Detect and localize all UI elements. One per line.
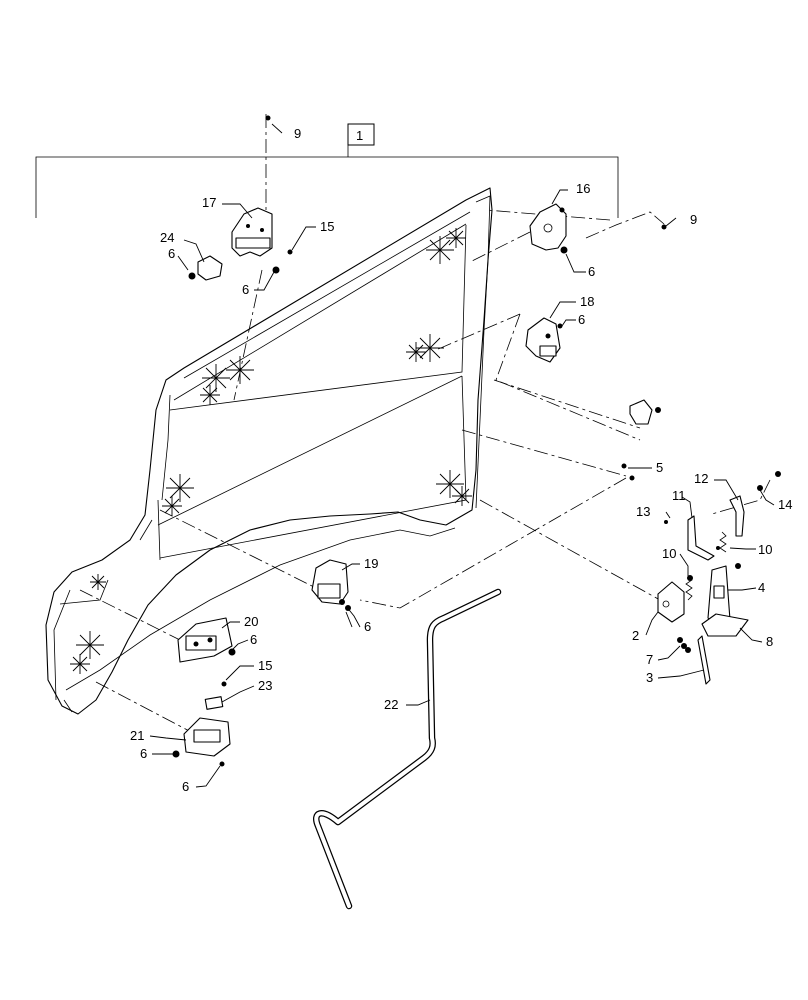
clip-starburst — [406, 342, 426, 362]
clip-starburst — [70, 654, 90, 674]
callout-15: 15 — [258, 658, 272, 673]
callout-6: 6 — [588, 264, 595, 279]
latch-plate-2 — [657, 581, 685, 623]
rod-3 — [697, 635, 711, 685]
assembly-callout-box — [347, 123, 375, 146]
callout-6: 6 — [250, 632, 257, 647]
callout-9: 9 — [294, 126, 301, 141]
callout-6: 6 — [140, 746, 147, 761]
callout-23: 23 — [258, 678, 272, 693]
callout-6: 6 — [168, 246, 175, 261]
clip-starburst — [452, 486, 472, 506]
clip-starburst — [76, 631, 104, 659]
callout-10: 10 — [662, 546, 676, 561]
callout-15: 15 — [320, 219, 334, 234]
bracket-19 — [311, 559, 349, 605]
callout-4: 4 — [758, 580, 765, 595]
callout-11: 11 — [672, 488, 686, 503]
callout-14: 14 — [778, 497, 792, 512]
hinge-bracket-17 — [231, 207, 273, 257]
callout-1: 1 — [356, 128, 363, 143]
callout-7: 7 — [646, 652, 653, 667]
callout-6: 6 — [182, 779, 189, 794]
rod-22 — [313, 588, 502, 910]
clip-starburst — [446, 228, 466, 248]
callout-13: 13 — [636, 504, 650, 519]
callout-24: 24 — [160, 230, 174, 245]
bracket-21 — [183, 717, 231, 757]
plate-24 — [197, 255, 223, 281]
fender-panel — [45, 187, 493, 715]
leader-lines — [149, 123, 775, 788]
callout-9: 9 — [690, 212, 697, 227]
callout-5: 5 — [656, 460, 663, 475]
callout-8: 8 — [766, 634, 773, 649]
clip-starburst — [90, 574, 106, 590]
callout-20: 20 — [244, 614, 258, 629]
callout-18: 18 — [580, 294, 594, 309]
clip-starburst — [426, 236, 454, 264]
panel-clips — [70, 228, 472, 674]
latch-plate-8 — [701, 613, 749, 637]
clip-starburst — [226, 356, 254, 384]
bracket-11 — [687, 515, 715, 561]
callout-10: 10 — [758, 542, 772, 557]
callout-labels: 1 2 3 4 5 6 6 6 6 6 6 6 6 7 8 9 9 10 10 … — [130, 126, 792, 794]
clip-starburst — [202, 364, 230, 392]
centerlines — [79, 114, 771, 745]
fasteners — [172, 115, 781, 767]
lever-12 — [729, 495, 745, 537]
latch-part — [629, 399, 661, 425]
callout-22: 22 — [384, 697, 398, 712]
callout-12: 12 — [694, 471, 708, 486]
clip-starburst — [416, 334, 444, 362]
plate-23 — [204, 696, 224, 710]
callout-2: 2 — [632, 628, 639, 643]
hinge-bracket-16 — [529, 203, 567, 251]
callout-17: 17 — [202, 195, 216, 210]
callout-3: 3 — [646, 670, 653, 685]
callout-21: 21 — [130, 728, 144, 743]
bracket-20 — [177, 617, 233, 663]
assembly-bracket — [35, 123, 619, 218]
clip-starburst — [436, 470, 464, 498]
callout-6: 6 — [578, 312, 585, 327]
callout-6: 6 — [242, 282, 249, 297]
spring-10-b — [719, 531, 727, 553]
clip-starburst — [166, 474, 194, 502]
hinge-bracket-18 — [525, 317, 561, 363]
clip-starburst — [200, 385, 220, 405]
clip-starburst — [162, 496, 182, 516]
callout-6: 6 — [364, 619, 371, 634]
callout-19: 19 — [364, 556, 378, 571]
callout-16: 16 — [576, 181, 590, 196]
